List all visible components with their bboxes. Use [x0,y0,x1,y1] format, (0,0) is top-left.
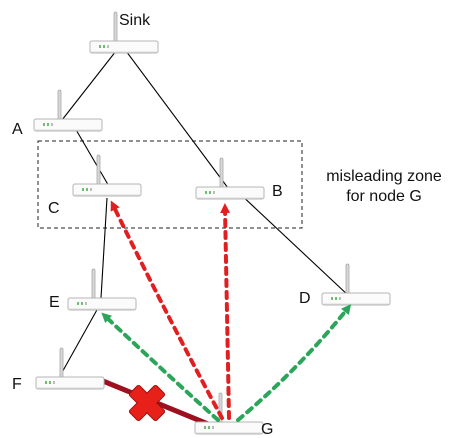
label-g: G [261,421,273,438]
label-sink: Sink [119,12,151,29]
cross-icon [128,384,166,422]
tree-links [59,50,351,377]
link-sink-b [125,50,229,189]
node-b-device [195,157,265,200]
misleading-arrow-g-to-c [110,200,224,420]
label-c: C [48,200,60,217]
label-a: A [12,121,23,138]
label-b: B [272,183,283,200]
misleading-zone-box [37,140,303,229]
link-sink-a [61,50,117,121]
label-d: D [299,290,311,307]
zone-label-line1: misleading zone [326,168,442,185]
valid-arrow-g-to-d [236,304,352,422]
valid-arrow-g-to-e [101,312,220,422]
label-f: F [12,376,22,393]
label-e: E [49,294,60,311]
node-d-device [321,263,391,306]
link-a-c [74,127,111,189]
node-c-device [72,154,142,197]
zone-label-line2: for node G [346,188,422,205]
link-e-f [59,307,99,377]
node-a-device [33,89,103,132]
misleading-arrow-g-to-b [220,203,231,420]
node-f-device [35,347,105,390]
link-b-d [237,191,351,298]
link-c-e [100,197,108,299]
